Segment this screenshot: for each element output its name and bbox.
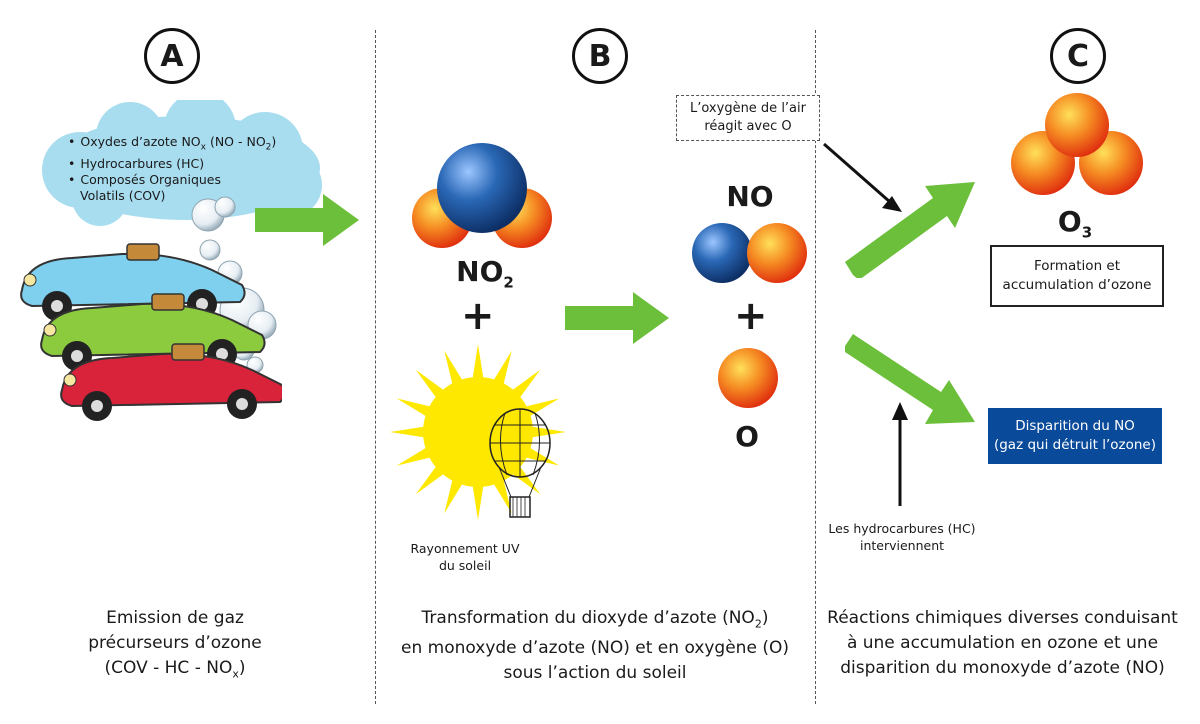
section-b-badge: B <box>572 28 628 84</box>
section-c-caption: Réactions chimiques diverses conduisant … <box>815 606 1190 681</box>
sun-icon <box>390 344 566 520</box>
arrow-to-no-disappearance <box>845 334 975 424</box>
sun-ray <box>472 481 484 520</box>
section-a-caption: Emission de gaz précurseurs d’ozone (COV… <box>60 606 290 686</box>
section-c-badge: C <box>1050 28 1106 84</box>
sun-ray <box>444 350 465 389</box>
caption-a-line1: Emission de gaz <box>106 608 244 628</box>
section-a-letter: A <box>160 38 184 74</box>
no2-formula: NO2 <box>456 255 514 292</box>
o3-formula: O3 <box>1057 205 1093 242</box>
pollutant-item-nox: Oxydes d’azote NOx (NO - NO2) <box>68 134 298 156</box>
pollutant-item-cov: Composés Organiques <box>68 172 298 188</box>
air-note-line2: réagit avec O <box>704 119 792 134</box>
arrow-b-to-no <box>565 292 669 344</box>
section-b-caption: Transformation du dioxyde d’azote (NO2) … <box>395 606 795 686</box>
air-note-line1: L’oxygène de l’air <box>690 101 806 116</box>
plus-sign-middle: + <box>734 293 768 339</box>
disparition-line2: (gaz qui détruit l’ozone) <box>993 437 1157 453</box>
balloon-icon <box>489 408 551 518</box>
section-b-letter: B <box>588 38 612 74</box>
section-c-letter: C <box>1066 38 1090 74</box>
caption-c-line1: Réactions chimiques diverses conduisant <box>827 608 1178 628</box>
caption-a-line3: (COV - HC - NOx) <box>104 658 246 681</box>
hc-note-line1: Les hydrocarbures (HC) <box>828 521 976 536</box>
section-divider-ab <box>375 30 376 704</box>
no-formula: NO <box>726 180 774 213</box>
plus-sign-b: + <box>461 293 495 339</box>
sun-ray <box>521 445 560 466</box>
hc-note-line2: interviennent <box>859 538 945 553</box>
caption-c-line3: disparition du monoxyde d’azote (NO) <box>840 658 1165 678</box>
formation-line1: Formation et <box>1033 258 1121 274</box>
sun-ray <box>521 398 560 419</box>
cars-illustration <box>20 243 282 421</box>
pollutant-item-hc: Hydrocarbures (HC) <box>68 156 298 172</box>
o3-molecule <box>1011 93 1143 195</box>
formation-line2: accumulation d’ozone <box>1002 277 1152 293</box>
o-formula: O <box>735 420 759 453</box>
pollutant-list: Oxydes d’azote NOx (NO - NO2) Hydrocarbu… <box>68 134 298 204</box>
o-atom <box>718 348 778 408</box>
exhaust-bubbles <box>191 196 277 387</box>
arrow-hc-in <box>892 402 908 506</box>
air-oxygen-note: L’oxygène de l’air réagit avec O <box>676 95 820 141</box>
caption-a-line2: précurseurs d’ozone <box>88 633 262 653</box>
hydrocarbons-note: Les hydrocarbures (HC) interviennent <box>822 520 982 554</box>
section-divider-bc <box>815 30 816 704</box>
sun-ray <box>472 344 484 383</box>
arrow-to-ozone <box>845 182 975 278</box>
sun-ray <box>491 475 512 514</box>
sun-ray <box>527 426 566 438</box>
caption-c-line2: à une accumulation en ozone et une <box>846 633 1159 653</box>
sun-ray <box>396 398 435 419</box>
sun-ray <box>491 350 512 389</box>
arrow-oxygen-in <box>823 142 902 212</box>
ozone-formation-box: Formation et accumulation d’ozone <box>990 245 1164 307</box>
no-disappearance-box: Disparition du NO (gaz qui détruit l’ozo… <box>988 408 1162 464</box>
caption-b-line2: en monoxyde d’azote (NO) et en oxygène (… <box>401 638 789 659</box>
sun-ray <box>444 475 465 514</box>
uv-label-line2: du soleil <box>438 558 492 573</box>
no-molecule <box>692 223 807 283</box>
uv-label: Rayonnement UV du soleil <box>400 540 530 574</box>
sun-ray <box>396 445 435 466</box>
pollutant-item-cov-cont: Volatils (COV) <box>80 187 166 203</box>
caption-b-line1: Transformation du dioxyde d’azote (NO2) <box>421 608 769 631</box>
sun-ray <box>390 426 429 438</box>
section-a-badge: A <box>144 28 200 84</box>
uv-label-line1: Rayonnement UV <box>410 541 520 556</box>
arrow-a-to-b <box>255 194 359 246</box>
caption-b-line3: sous l’action du soleil <box>503 663 687 684</box>
disparition-line1: Disparition du NO <box>1015 418 1135 434</box>
no2-molecule <box>412 143 552 248</box>
